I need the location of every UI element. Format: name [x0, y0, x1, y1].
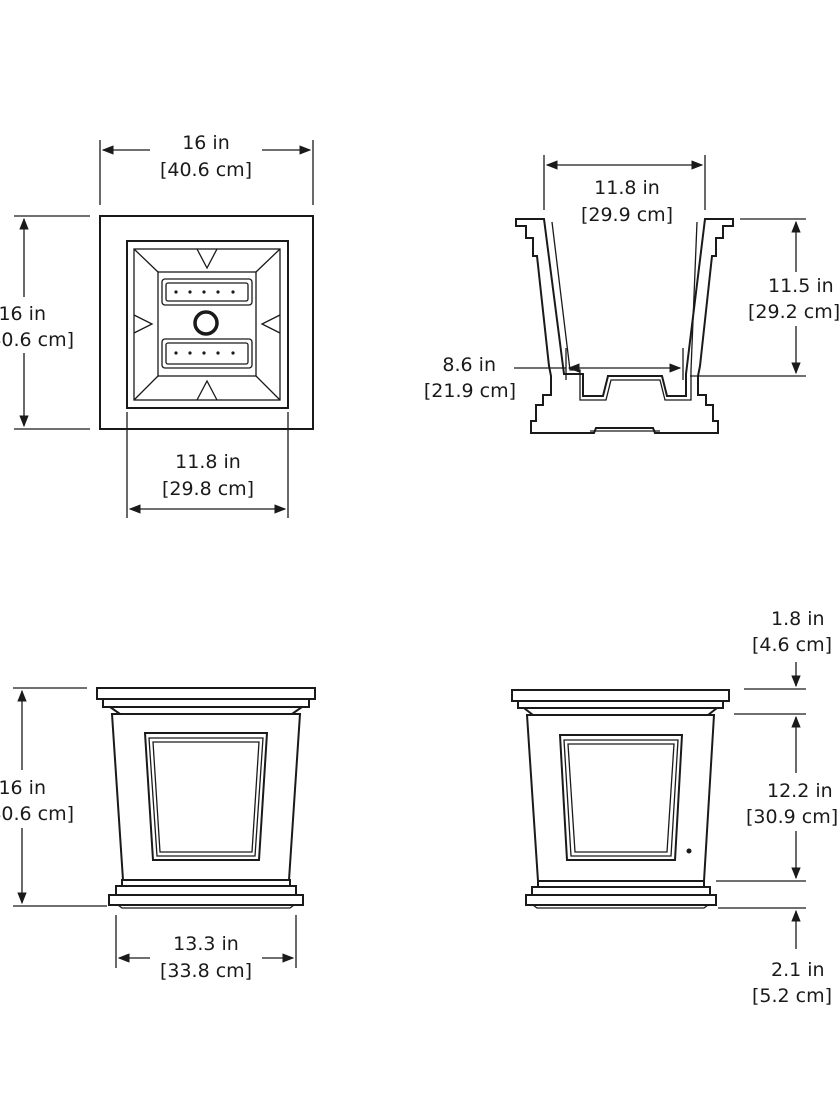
- top-view: 16 in [40.6 cm] 16 in [40.6 cm] 11.8 in …: [0, 130, 314, 518]
- front-height-in: 16 in: [0, 777, 46, 799]
- front-panel: [143, 732, 269, 861]
- side-rim-in: 1.8 in: [771, 608, 825, 630]
- side-rim-cm: [4.6 cm]: [752, 634, 832, 656]
- section-top-width-in: 11.8 in: [594, 177, 660, 199]
- section-view: 11.8 in [29.9 cm] 11.5 in [29.2 cm] 8.6 …: [424, 155, 840, 434]
- section-depth-cm: [29.2 cm]: [748, 301, 840, 323]
- side-rim: [511, 689, 730, 702]
- inner-width-cm: [29.8 cm]: [162, 478, 254, 500]
- drain-slot-bottom: [161, 338, 253, 369]
- front-body: [110, 713, 302, 881]
- side-body-cm: [30.9 cm]: [746, 806, 838, 828]
- drain-hole: [193, 310, 219, 336]
- side-base-cm: [5.2 cm]: [752, 985, 832, 1007]
- section-depth-in: 11.5 in: [768, 275, 834, 297]
- front-base: [108, 894, 304, 906]
- side-body-in: 12.2 in: [767, 780, 833, 802]
- side-base: [525, 894, 717, 906]
- side-base-in: 2.1 in: [771, 959, 825, 981]
- side-view: 1.8 in [4.6 cm] 12.2 in [30.9 cm] 2.1 in…: [511, 608, 840, 1007]
- top-width-cm: [40.6 cm]: [160, 159, 252, 181]
- front-rim: [96, 687, 316, 700]
- top-height-cm: [40.6 cm]: [0, 329, 74, 351]
- top-height-in: 16 in: [0, 303, 46, 325]
- front-height-cm: [40.6 cm]: [0, 803, 74, 825]
- inner-basin: [126, 240, 289, 409]
- section-bottom-width-in: 8.6 in: [442, 354, 496, 376]
- section-bottom-width-cm: [21.9 cm]: [424, 380, 516, 402]
- front-base-width-cm: [33.8 cm]: [160, 960, 252, 982]
- front-base-width-in: 13.3 in: [173, 933, 239, 955]
- front-view: 16 in [40.6 cm] 13.3 in [33.8 cm]: [0, 687, 316, 982]
- side-panel: [558, 734, 684, 861]
- inner-width-in: 11.8 in: [175, 451, 241, 473]
- drain-slot-top: [161, 278, 253, 306]
- section-profile: [515, 218, 734, 434]
- outer-rim: [99, 215, 314, 430]
- top-width-in: 16 in: [182, 132, 230, 154]
- section-top-width-cm: [29.9 cm]: [581, 204, 673, 226]
